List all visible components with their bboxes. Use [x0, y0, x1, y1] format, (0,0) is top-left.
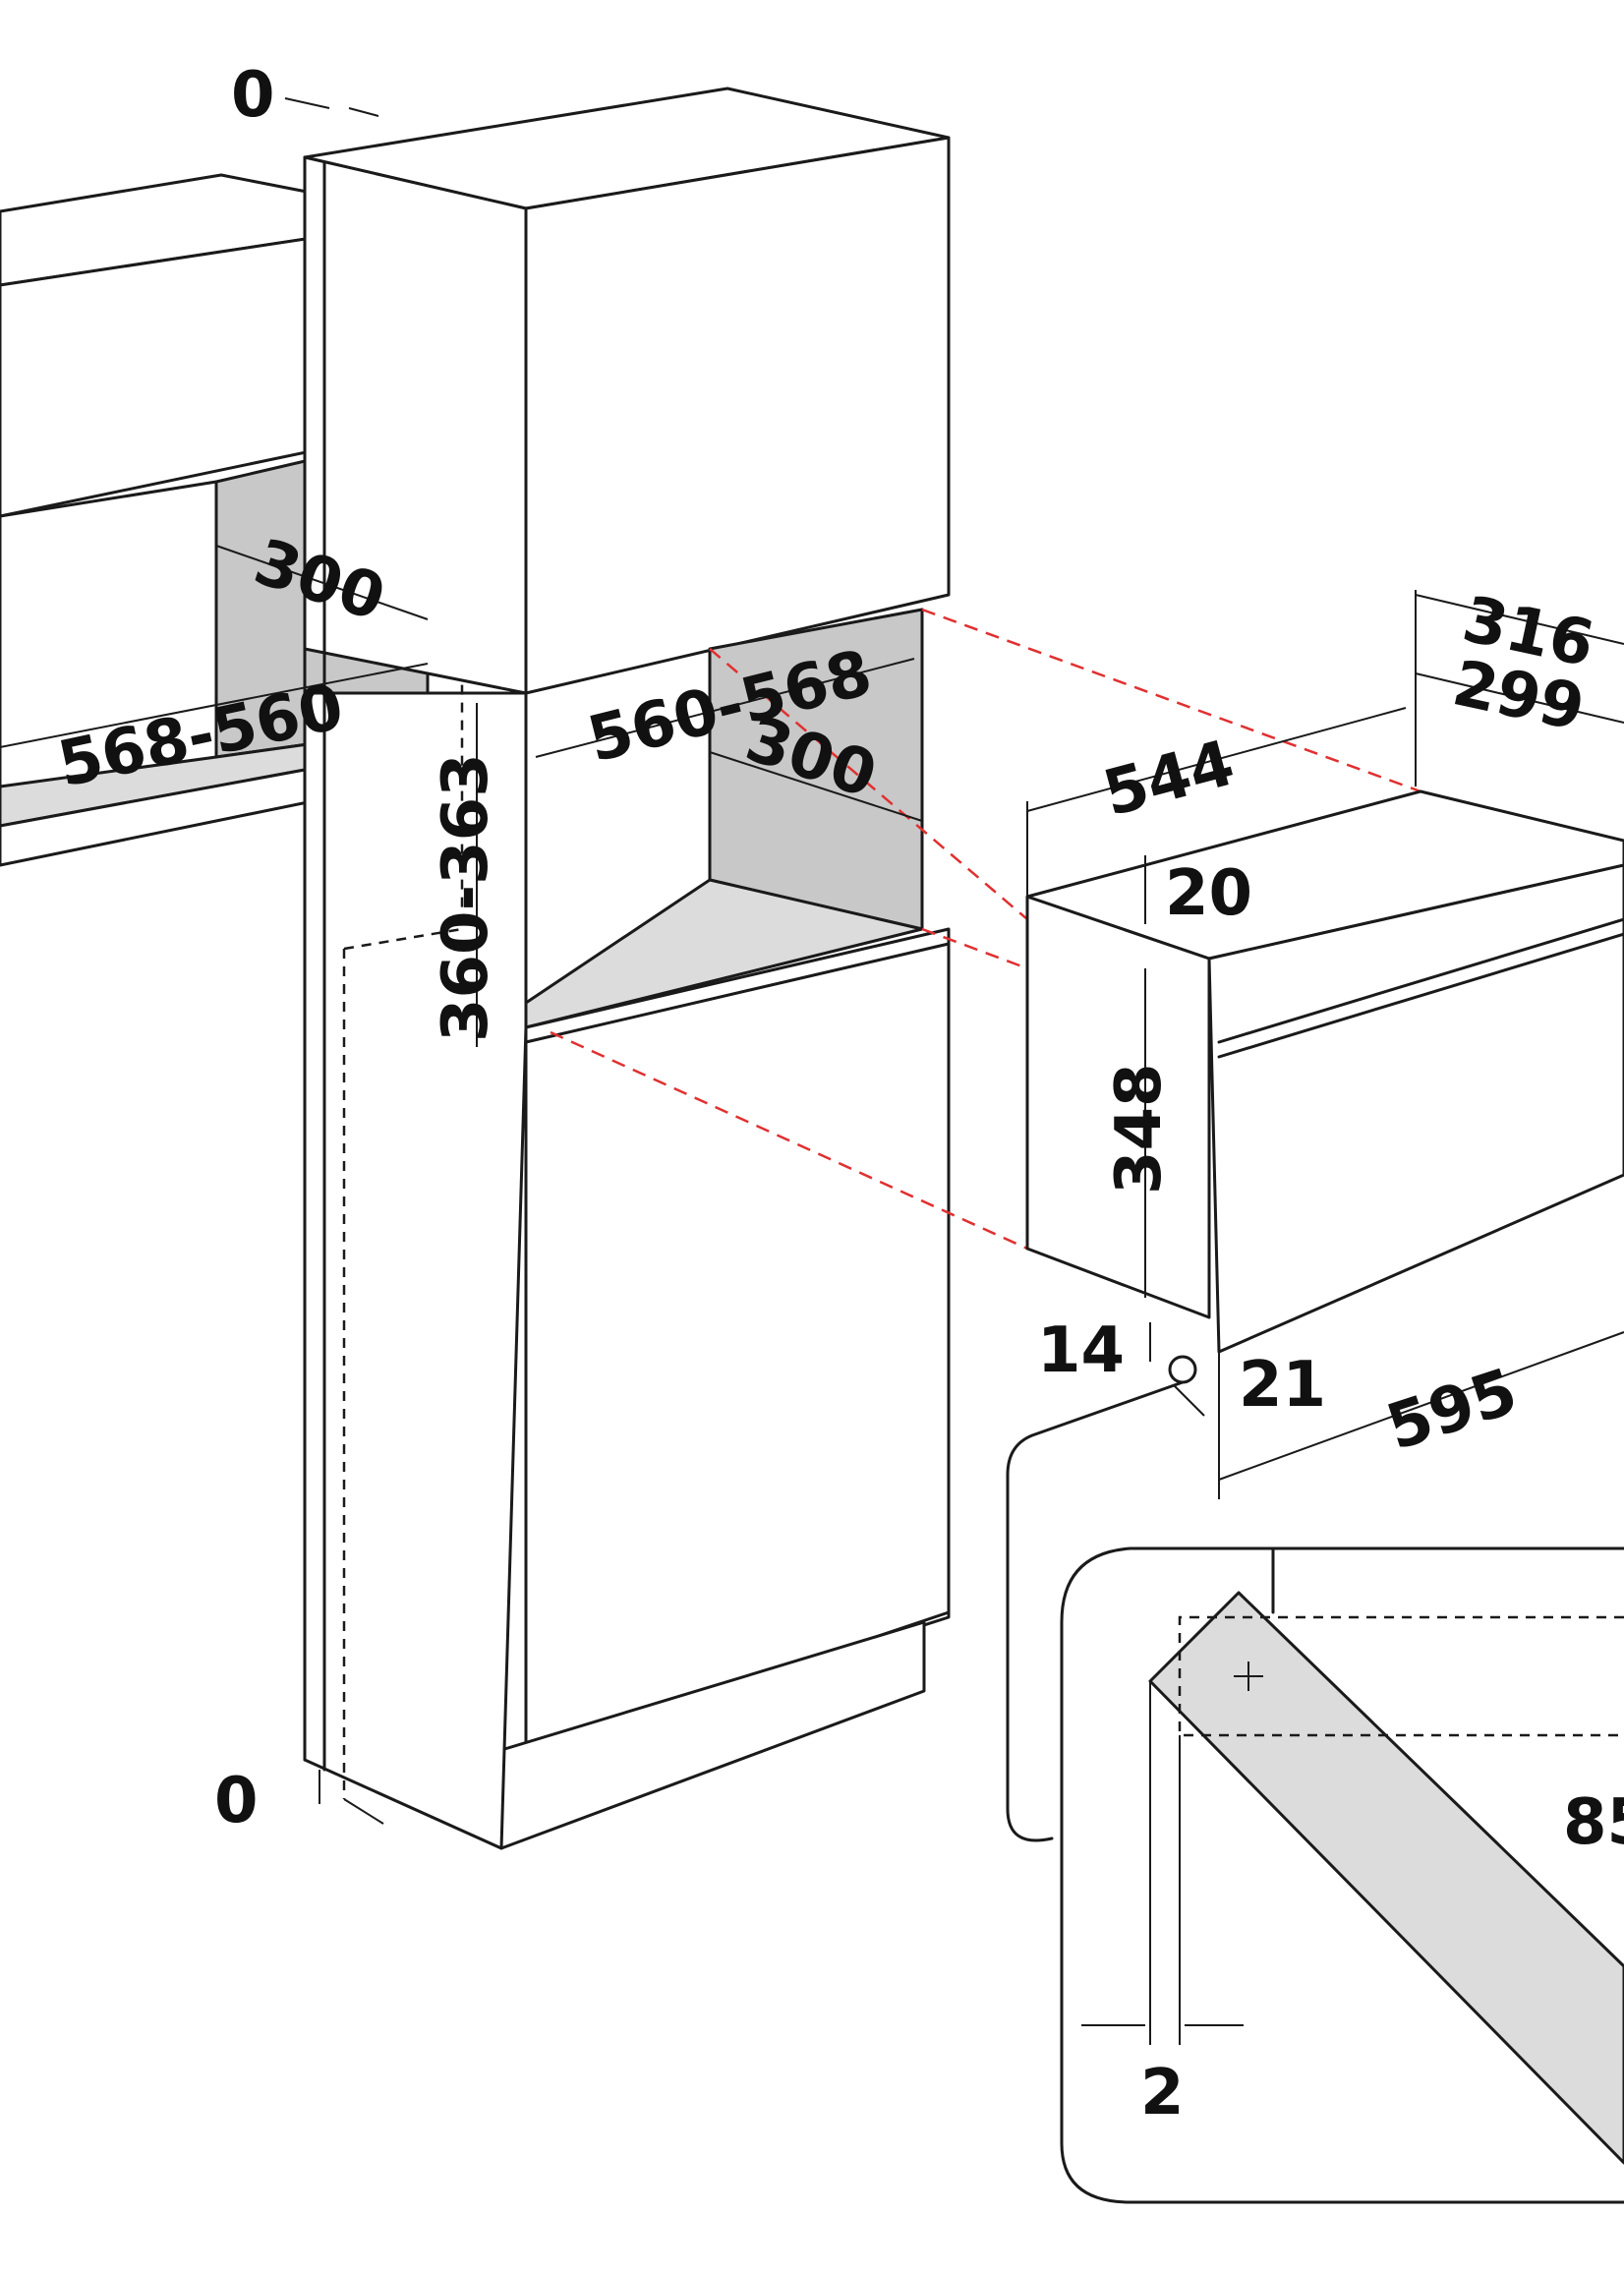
dimension-lines	[0, 97, 1624, 2026]
detail-gap-label: 2	[1140, 2057, 1185, 2129]
appliance	[1025, 789, 1624, 1384]
alignment-guides	[550, 608, 1421, 1251]
tall-cabinet	[303, 87, 951, 1850]
front-width-label: 595	[1378, 1356, 1526, 1466]
bottom-gap-label: 0	[214, 1765, 259, 1837]
front-offset-label: 20	[1165, 857, 1252, 930]
appliance-width-label: 544	[1096, 727, 1242, 831]
appliance-height-label: 348	[1103, 1063, 1176, 1195]
detail-depth-label: 85	[1563, 1786, 1624, 1859]
niche-height-label: 360-363	[430, 753, 502, 1042]
detail-callout	[1006, 1380, 1624, 2204]
top-gap-label: 0	[231, 59, 275, 132]
hinge-screw-icon	[1168, 1355, 1197, 1384]
door-front-label: 21	[1239, 1349, 1326, 1422]
door-bottom-label: 14	[1037, 1314, 1125, 1387]
